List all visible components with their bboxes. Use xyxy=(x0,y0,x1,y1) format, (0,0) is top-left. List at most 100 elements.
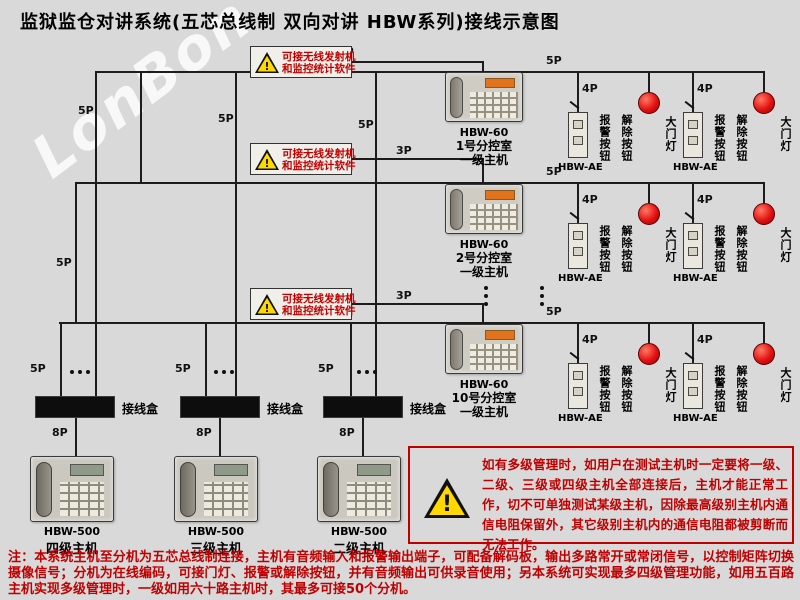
extension-device xyxy=(568,112,588,158)
gate-lamp xyxy=(753,92,775,114)
gate-lamp xyxy=(753,343,775,365)
extension-device xyxy=(683,363,703,409)
wire-label-5p: 5P xyxy=(175,362,191,375)
phone-level: 四级主机 xyxy=(45,542,98,557)
extension-model-label: HBW-AE xyxy=(673,413,718,424)
master-console-labels: HBW-60 2号分控室 一级主机 xyxy=(429,238,539,279)
wire-label-5p: 5P xyxy=(30,362,46,375)
wireless-note-line2: 和监控统计软件 xyxy=(282,63,356,75)
wire xyxy=(692,182,694,223)
alarm-button xyxy=(573,120,583,129)
wire xyxy=(648,182,650,203)
wire-label-4p: 4P xyxy=(582,82,598,95)
wireless-note-box: ! 可接无线发射机 和监控统计软件 xyxy=(250,143,356,175)
sub-master-phone xyxy=(174,456,258,522)
multi-level-warning-panel: ! 如有多级管理时，如用户在测试主机时一定要将一级、二级、三级或四级主机全部连接… xyxy=(408,446,794,552)
console-level: 一级主机 xyxy=(459,265,508,279)
wireless-note-text: 可接无线发射机 和监控统计软件 xyxy=(282,148,356,172)
handset-icon xyxy=(450,189,463,230)
release-button-label: 解除按钮 xyxy=(735,365,748,413)
wire-label-4p: 4P xyxy=(697,82,713,95)
diagram-title: 监狱监仓对讲系统(五芯总线制 双向对讲 HBW系列)接线示意图 xyxy=(20,12,560,33)
wire xyxy=(205,322,207,398)
wireless-note-text: 可接无线发射机 和监控统计软件 xyxy=(282,51,356,75)
extension-model-label: HBW-AE xyxy=(558,162,603,173)
console-keypad xyxy=(470,92,518,118)
phone-display xyxy=(214,464,248,476)
console-model: HBW-60 xyxy=(459,238,509,251)
extension-device xyxy=(683,223,703,269)
alarm-button-label: 报警按钮 xyxy=(713,225,726,273)
release-button xyxy=(573,247,583,256)
ellipsis-dots xyxy=(540,286,544,306)
release-button-label: 解除按钮 xyxy=(620,225,633,273)
phone-level: 二级主机 xyxy=(332,542,385,557)
console-level: 一级主机 xyxy=(459,405,508,419)
warning-triangle-icon: ! xyxy=(255,52,279,73)
exclamation-mark: ! xyxy=(441,492,453,517)
wire-label-5p: 5P xyxy=(318,362,334,375)
wire xyxy=(352,303,483,305)
extension-device xyxy=(568,223,588,269)
console-display xyxy=(485,190,515,200)
wire-label-8p: 8P xyxy=(52,426,68,439)
phone-model: HBW-500 xyxy=(43,525,101,538)
alarm-button-label: 报警按钮 xyxy=(713,365,726,413)
junction-box xyxy=(180,396,260,418)
wire-label-5p: 5P xyxy=(56,256,72,269)
console-level: 一级主机 xyxy=(459,153,508,167)
wire xyxy=(59,322,765,324)
console-room: 10号分控室 xyxy=(451,391,517,405)
alarm-button xyxy=(688,120,698,129)
phone-level: 三级主机 xyxy=(189,542,242,557)
sub-master-phone xyxy=(317,456,401,522)
release-button-label: 解除按钮 xyxy=(620,365,633,413)
wire-label-5p: 5P xyxy=(218,112,234,125)
gate-lamp-label: 大门灯 xyxy=(664,116,677,152)
exclamation-mark: ! xyxy=(264,60,270,73)
handset-icon xyxy=(323,462,339,517)
master-console-labels: HBW-60 1号分控室 一级主机 xyxy=(429,126,539,167)
master-console xyxy=(445,324,523,374)
wire xyxy=(140,71,142,182)
gate-lamp-label: 大门灯 xyxy=(779,367,792,403)
console-display xyxy=(485,78,515,88)
release-button-label: 解除按钮 xyxy=(735,225,748,273)
extension-group: 4P HBW-AE 报警按钮 解除按钮 大门灯 xyxy=(558,71,680,179)
alarm-button-label: 报警按钮 xyxy=(713,114,726,162)
wire xyxy=(352,158,483,160)
wire-label-5p: 5P xyxy=(358,118,374,131)
wire xyxy=(75,418,77,458)
sub-master-labels: HBW-500 四级主机 xyxy=(30,525,114,557)
console-keypad xyxy=(470,204,518,230)
wire-label-4p: 4P xyxy=(697,193,713,206)
junction-box-label: 接线盒 xyxy=(410,402,447,416)
wire xyxy=(95,71,765,73)
footer-note: 注：本系统主机至分机为五芯总线制连接，主机有音频输入和报警输出端子，可配备解码板… xyxy=(8,550,794,597)
wire xyxy=(482,61,484,74)
wire xyxy=(692,322,694,363)
sub-master-labels: HBW-500 三级主机 xyxy=(174,525,258,557)
extension-device xyxy=(568,363,588,409)
wire-label-4p: 4P xyxy=(582,333,598,346)
release-button xyxy=(573,387,583,396)
exclamation-mark: ! xyxy=(264,302,270,315)
phone-model: HBW-500 xyxy=(330,525,388,538)
ellipsis-dots xyxy=(484,286,488,306)
wire-label-8p: 8P xyxy=(339,426,355,439)
wire xyxy=(692,71,694,112)
master-console xyxy=(445,184,523,234)
gate-lamp xyxy=(638,92,660,114)
wire xyxy=(75,182,765,184)
extension-group: 4P HBW-AE 报警按钮 解除按钮 大门灯 xyxy=(558,322,680,430)
wire xyxy=(352,61,483,63)
alarm-button xyxy=(688,231,698,240)
extension-model-label: HBW-AE xyxy=(558,273,603,284)
wire-label-4p: 4P xyxy=(697,333,713,346)
junction-box xyxy=(35,396,115,418)
release-button xyxy=(573,136,583,145)
wireless-note-line1: 可接无线发射机 xyxy=(282,51,356,63)
console-display xyxy=(485,330,515,340)
handset-icon xyxy=(180,462,196,517)
junction-box xyxy=(323,396,403,418)
